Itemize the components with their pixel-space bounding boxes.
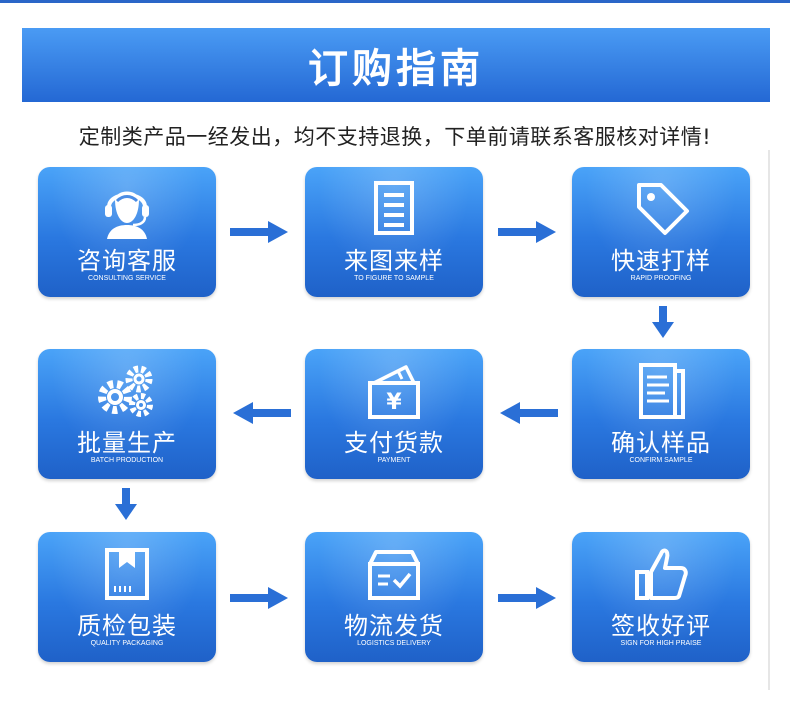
step-subtitle: BATCH PRODUCTION (90, 457, 164, 464)
step-title: 支付货款 (344, 429, 444, 457)
step-title: 质检包装 (77, 612, 177, 640)
arrow-left-icon (233, 402, 291, 424)
step-subtitle: CONSULTING SERVICE (88, 275, 166, 282)
package-icon (38, 542, 216, 606)
step-card-sign-praise: 签收好评 SIGN FOR HIGH PRAISE (572, 532, 750, 662)
delivery-box-icon (305, 542, 483, 606)
step-title: 咨询客服 (77, 247, 177, 275)
step-title: 物流发货 (344, 612, 444, 640)
arrow-left-icon (500, 402, 558, 424)
svg-text:¥: ¥ (386, 390, 402, 415)
arrow-down-icon (652, 306, 674, 338)
step-title: 确认样品 (611, 429, 711, 457)
tag-icon (572, 177, 750, 241)
arrow-right-icon (230, 587, 288, 609)
step-card-figure-sample: 来图来样 TO FIGURE TO SAMPLE (305, 167, 483, 297)
step-title: 批量生产 (77, 429, 177, 457)
step-title: 来图来样 (344, 247, 444, 275)
step-card-confirm-sample: 确认样品 CONFIRM SAMPLE (572, 349, 750, 479)
step-subtitle: PAYMENT (377, 457, 411, 464)
wallet-yen-icon: ¥ (305, 359, 483, 423)
step-card-consulting: 咨询客服 CONSULTING SERVICE (38, 167, 216, 297)
order-guide-banner: 订购指南 (22, 28, 770, 102)
step-card-payment: ¥ 支付货款 PAYMENT (305, 349, 483, 479)
arrow-right-icon (498, 587, 556, 609)
thumbs-up-icon (572, 542, 750, 606)
step-card-quality-packaging: 质检包装 QUALITY PACKAGING (38, 532, 216, 662)
step-subtitle: QUALITY PACKAGING (90, 640, 164, 647)
top-divider (0, 0, 790, 3)
page-title: 订购指南 (308, 46, 484, 92)
step-card-rapid-proofing: 快速打样 RAPID PROOFING (572, 167, 750, 297)
step-card-batch-production: 批量生产 BATCH PRODUCTION (38, 349, 216, 479)
arrow-down-icon (115, 488, 137, 520)
notice-text: 定制类产品一经发出，均不支持退换，下单前请联系客服核对详情! (78, 125, 712, 149)
document-icon (305, 177, 483, 241)
step-subtitle: LOGISTICS DELIVERY (357, 640, 431, 647)
step-title: 快速打样 (611, 247, 711, 275)
arrow-right-icon (498, 221, 556, 243)
step-card-logistics-delivery: 物流发货 LOGISTICS DELIVERY (305, 532, 483, 662)
step-subtitle: SIGN FOR HIGH PRAISE (620, 640, 702, 647)
step-title: 签收好评 (611, 612, 711, 640)
side-divider (768, 150, 770, 690)
step-subtitle: RAPID PROOFING (630, 275, 692, 282)
customer-service-icon (38, 177, 216, 241)
arrow-right-icon (230, 221, 288, 243)
step-subtitle: TO FIGURE TO SAMPLE (354, 275, 434, 282)
step-subtitle: CONFIRM SAMPLE (629, 457, 693, 464)
gears-icon (38, 359, 216, 423)
checklist-icon (572, 359, 750, 423)
